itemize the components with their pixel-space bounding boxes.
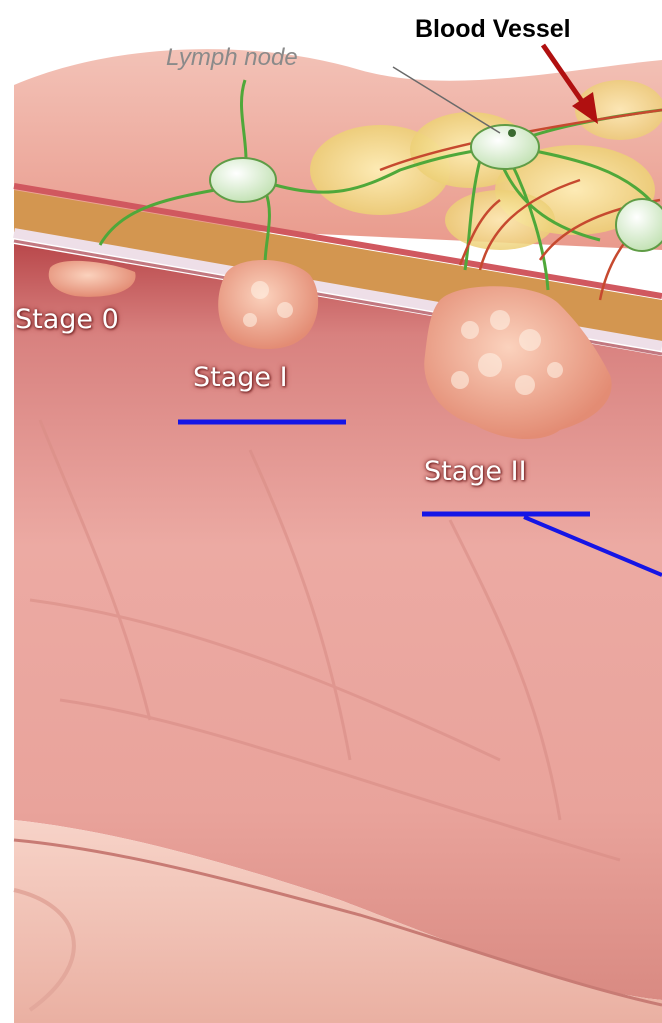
blood-vessel-label: Blood Vessel: [415, 15, 571, 44]
lymph-node-label: Lymph node: [166, 44, 298, 72]
stage-1-label: Stage I: [193, 362, 288, 393]
lymph-node: [210, 158, 276, 202]
lymph-node: [616, 199, 662, 251]
lymph-node: [471, 125, 539, 169]
tumor-stage-1: [218, 260, 318, 349]
stage-2-label: Stage II: [424, 456, 527, 487]
stage-0-label: Stage 0: [15, 304, 119, 335]
